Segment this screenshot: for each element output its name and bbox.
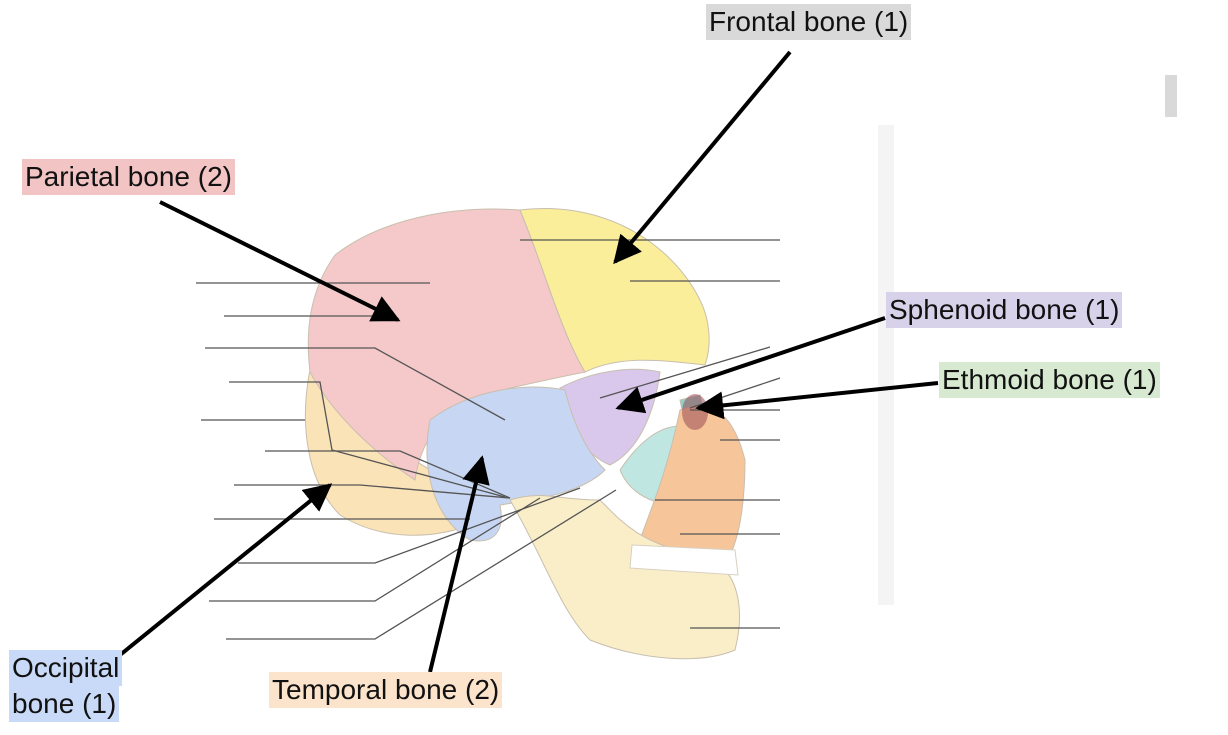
ethmoid-arrow [698, 383, 938, 408]
page-edge-strip [1165, 75, 1177, 117]
parietal-bone-label: Parietal bone (2) [22, 159, 235, 195]
temporal-bone-label: Temporal bone (2) [269, 672, 502, 708]
occipital-label-line2: bone (1) [9, 686, 119, 722]
occipital-bone-label: Occipital bone (1) [9, 650, 167, 722]
occipital-label-line1: Occipital [9, 650, 122, 686]
scan-edge [878, 125, 894, 605]
frontal-arrow [615, 52, 790, 262]
occipital-arrow [120, 485, 330, 655]
skull-illustration [305, 208, 745, 658]
orbit [682, 394, 708, 430]
frontal-bone-label: Frontal bone (1) [706, 4, 911, 40]
ethmoid-bone-label: Ethmoid bone (1) [939, 362, 1160, 398]
sphenoid-bone-label: Sphenoid bone (1) [886, 292, 1122, 328]
